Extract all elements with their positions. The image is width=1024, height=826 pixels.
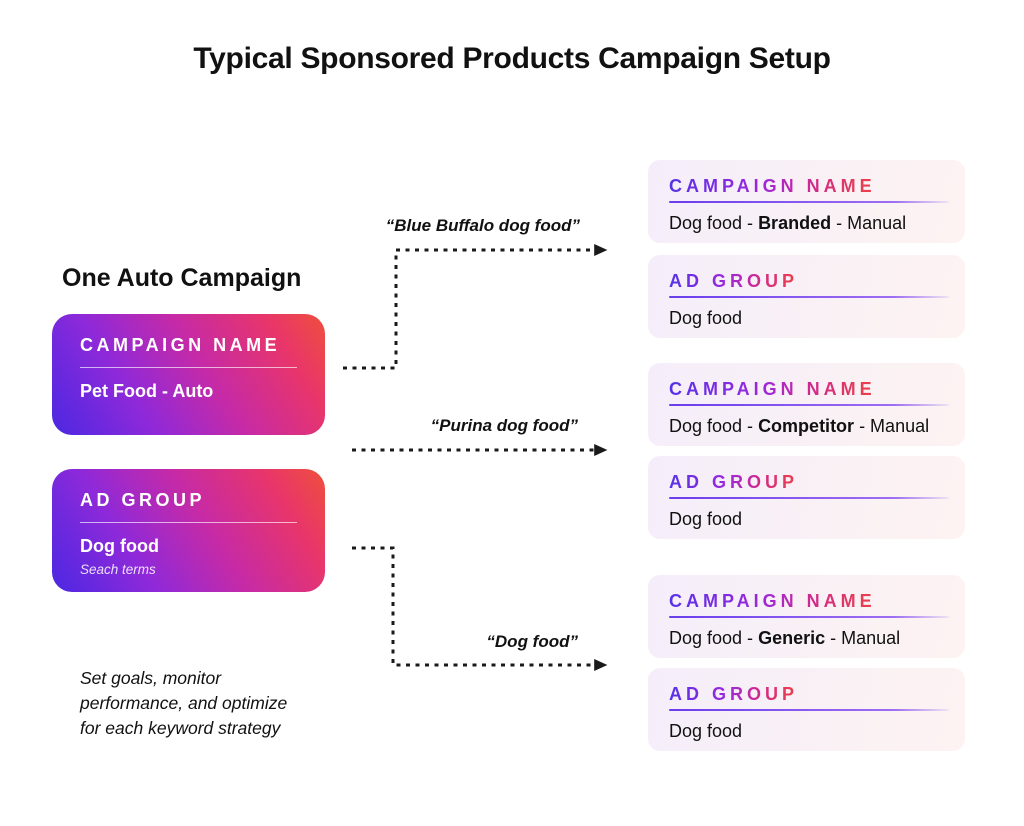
value-suffix: - Manual [831,213,907,233]
value-prefix: Dog food - [669,213,759,233]
ad-group-card-branded: AD GROUP Dog food [648,255,965,338]
divider [80,522,297,523]
campaign-name-label: CAMPAIGN NAME [669,591,876,611]
divider [80,367,297,368]
divider [669,296,949,298]
keyword-label-branded: “Blue Buffalo dog food” [385,216,580,235]
divider [669,497,949,499]
campaign-name-value: Dog food - Generic - Manual [669,628,949,649]
value-bold: Branded [758,213,832,233]
ad-group-label: AD GROUP [80,490,206,510]
value-prefix: Dog food - [669,416,759,436]
left-section-heading: One Auto Campaign [62,264,302,292]
arrow-branded-keyword [343,244,608,370]
campaign-name-card-generic: CAMPAIGN NAME Dog food - Generic - Manua… [648,575,965,658]
value-bold: Competitor [758,416,855,436]
divider [669,404,949,406]
keyword-label-generic: “Dog food” [486,632,578,651]
value-suffix: - Manual [825,628,901,648]
auto-ad-group-card: AD GROUP Dog food Seach terms [52,469,325,592]
value-prefix: Dog food - [669,628,759,648]
ad-group-value: Dog food [669,721,743,741]
campaign-name-value: Dog food - Branded - Manual [669,213,949,234]
campaign-name-value: Pet Food - Auto [80,381,214,401]
campaign-name-card-branded: CAMPAIGN NAME Dog food - Branded - Manua… [648,160,965,243]
campaign-name-value: Dog food - Competitor - Manual [669,416,949,437]
ad-group-card-competitor: AD GROUP Dog food [648,456,965,539]
divider [669,709,949,711]
strategy-note-line: for each keyword strategy [80,718,281,738]
strategy-note-line: Set goals, monitor [80,668,222,688]
ad-group-value: Dog food [669,509,743,529]
campaign-name-label: CAMPAIGN NAME [669,379,876,399]
ad-group-label: AD GROUP [669,472,799,492]
auto-campaign-card: CAMPAIGN NAME Pet Food - Auto [52,314,325,435]
value-suffix: - Manual [854,416,930,436]
ad-group-card-generic: AD GROUP Dog food [648,668,965,751]
campaign-name-label: CAMPAIGN NAME [669,176,876,196]
campaign-name-label: CAMPAIGN NAME [80,335,281,355]
divider [669,616,949,618]
ad-group-label: AD GROUP [669,684,799,704]
search-terms-note: Seach terms [80,562,156,577]
campaign-name-card-competitor: CAMPAIGN NAME Dog food - Competitor - Ma… [648,363,965,446]
page-title: Typical Sponsored Products Campaign Setu… [193,42,831,75]
keyword-label-competitor: “Purina dog food” [430,416,578,435]
ad-group-value: Dog food [80,536,159,556]
strategy-note-line: performance, and optimize [80,693,288,713]
ad-group-label: AD GROUP [669,271,799,291]
ad-group-value: Dog food [669,308,743,328]
strategy-note: Set goals, monitor performance, and opti… [80,666,287,741]
value-bold: Generic [758,628,826,648]
arrow-generic-keyword [352,546,608,671]
divider [669,201,949,203]
